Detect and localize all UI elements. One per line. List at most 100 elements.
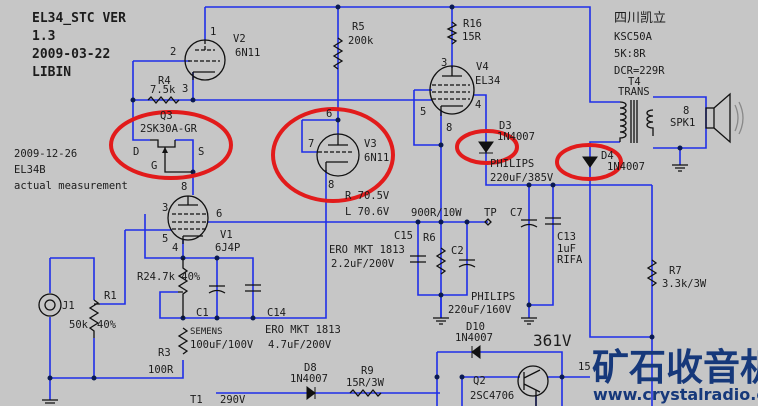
t1-voltage: 290V [220, 394, 246, 406]
label: 2 [170, 46, 176, 58]
label: 1uF [557, 243, 576, 255]
label: 15 [578, 361, 591, 373]
label: 3 [182, 83, 188, 95]
label: R7 [669, 265, 682, 277]
label: 5 [162, 233, 168, 245]
label: 3 [441, 57, 447, 69]
label: PHILIPS [490, 158, 534, 170]
resistors [88, 21, 658, 398]
label: S [198, 146, 204, 158]
label: ERO MKT 1813 [265, 324, 341, 336]
label: 1N4007 [497, 131, 535, 143]
tp-label: TP [484, 207, 497, 219]
label: 50k [69, 319, 89, 331]
label: R5 [352, 21, 365, 33]
label: 5K:8R [614, 48, 646, 60]
label: 1 [210, 26, 216, 38]
jack-j1 [38, 293, 62, 317]
label: 4 [172, 242, 178, 254]
label: Q3 [160, 110, 173, 122]
label: R6 [423, 232, 436, 244]
label: D3 [499, 120, 512, 132]
label: C1 [196, 307, 209, 319]
resistor-r9 [349, 388, 382, 398]
label: J1 [62, 300, 75, 312]
title-line: EL34_STC VER [32, 11, 126, 26]
label: V3 [364, 138, 377, 150]
ground-icons [42, 164, 688, 404]
label: 7.5k [150, 84, 176, 96]
label: G [151, 160, 157, 172]
label: R9 [361, 365, 374, 377]
label: C15 [394, 230, 413, 242]
tube-v1 [167, 195, 209, 244]
component-labels: 1 2 3 V2 6N11 R5 200k R4 7.5k Q3 2SK30A-… [62, 11, 707, 406]
label: RIFA [557, 254, 583, 266]
watermark-url: www.crystalradio.cn [593, 385, 758, 404]
label: KSC50A [614, 31, 653, 43]
transistor-q2 [517, 365, 549, 406]
label: 6N11 [364, 152, 389, 164]
label: 8 [181, 181, 187, 193]
label: 8 [683, 105, 689, 117]
label: 3 [162, 202, 168, 214]
tube-v3 [316, 133, 360, 177]
label: 2SC4706 [470, 390, 514, 402]
label: 15R/3W [346, 377, 385, 389]
label: 四川凯立 [614, 11, 666, 26]
label: 2.2uF/200V [331, 258, 395, 270]
resistor-r16 [446, 21, 458, 45]
highlights [109, 107, 623, 203]
tube-v2 [184, 39, 226, 81]
speaker-icon [705, 92, 744, 144]
resistor-r5 [332, 37, 344, 70]
resistor-r4 [147, 95, 180, 105]
resistor-r7 [646, 259, 658, 287]
label: 6 [216, 208, 222, 220]
label: 900R/10W [411, 207, 462, 219]
label: 6 [326, 108, 332, 120]
label: 3.3k/3W [662, 278, 707, 290]
label: ERO MKT 1813 [329, 244, 405, 256]
version: 1.3 [32, 29, 55, 44]
watermark-cn: 矿石收音机 [592, 346, 758, 389]
label: EL34 [475, 75, 500, 87]
tube-v4 [429, 65, 475, 116]
label: 15R [462, 31, 482, 43]
note-tube: EL34B [14, 164, 46, 176]
supply-voltage: 361V [533, 331, 572, 350]
label: C2 [451, 245, 464, 257]
label: 220uF/160V [448, 304, 512, 316]
tp-terminal[interactable] [484, 218, 492, 226]
resistor-r6 [435, 247, 447, 275]
label: 200k [348, 35, 374, 47]
label: R16 [463, 18, 482, 30]
label: T4 [628, 76, 641, 88]
label: V2 [233, 33, 246, 45]
transformer-t4 [619, 100, 654, 143]
label: 2SK30A-GR [140, 123, 198, 135]
diodes [306, 141, 598, 400]
label: PHILIPS [471, 291, 515, 303]
capacitors [208, 217, 561, 294]
watermark: 矿石收音机 www.crystalradio.cn [592, 346, 758, 404]
title-block: EL34_STC VER 1.3 2009-03-22 LIBIN 2009-1… [14, 11, 128, 192]
label: 40% [97, 319, 117, 331]
label: C14 [267, 307, 286, 319]
label: R24.7k 40% [137, 271, 201, 283]
label: 4 [475, 99, 481, 111]
label: Q2 [473, 375, 486, 387]
label: V4 [476, 61, 489, 73]
label: DCR=229R [614, 65, 665, 77]
label: R4 [158, 75, 171, 87]
resistor-r3 [177, 327, 189, 355]
resistor-r2 [177, 258, 189, 318]
label: C7 [510, 207, 523, 219]
note-text: actual measurement [14, 180, 128, 192]
label: 8 [328, 179, 334, 191]
label: 1N4007 [607, 161, 645, 173]
label: 6N11 [235, 47, 260, 59]
resistor-r1 [88, 299, 100, 338]
label: TRANS [618, 86, 650, 98]
